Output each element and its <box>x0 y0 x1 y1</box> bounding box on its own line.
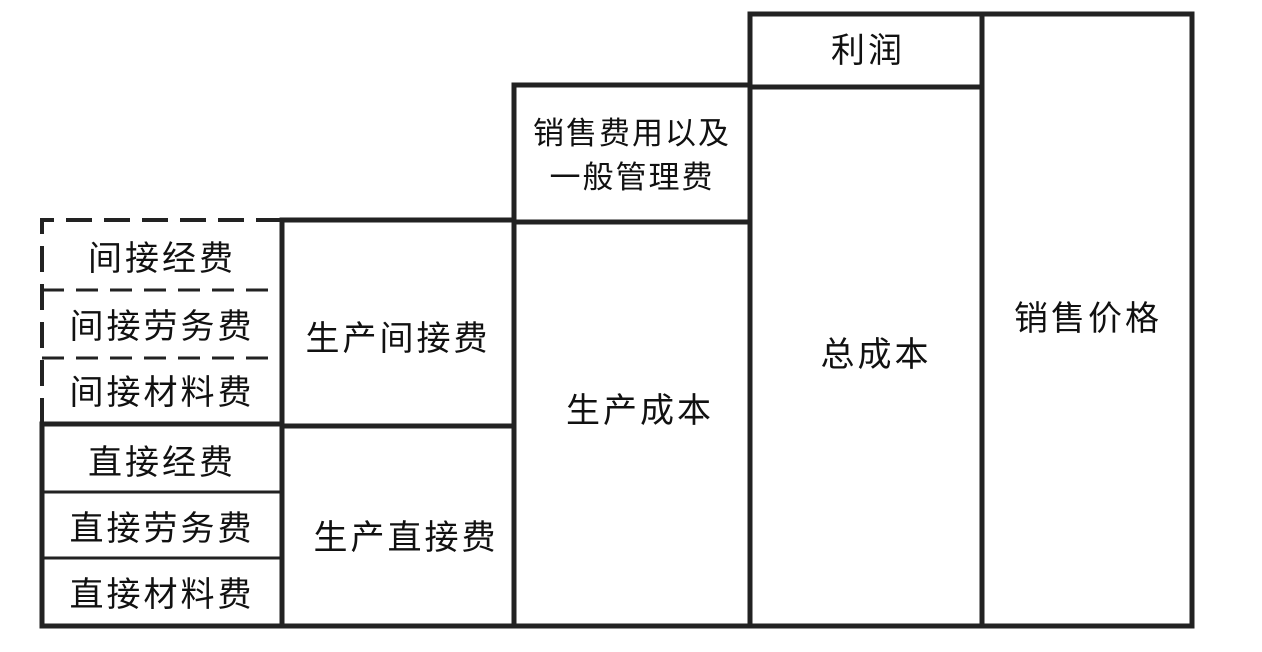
direct-labor-label: 直接劳务费 <box>70 509 255 549</box>
profit-label: 利润 <box>831 31 905 71</box>
manufacturing-indirect-label: 生产间接费 <box>306 319 491 359</box>
selling-price-border <box>979 11 1195 629</box>
selling-price-group: 销售价格 <box>979 11 1195 629</box>
manufacturing-cost-group: 生产间接费 生产直接费 <box>279 217 517 629</box>
selling-admin-label-line2: 一般管理费 <box>550 160 715 196</box>
direct-expense-label: 直接经费 <box>88 443 236 483</box>
indirect-material-label: 间接材料费 <box>70 373 255 413</box>
total-cost-label: 总成本 <box>821 335 932 375</box>
indirect-expense-label: 间接经费 <box>88 239 236 279</box>
direct-items-group: 直接经费 直接劳务费 直接材料费 <box>39 421 285 629</box>
indirect-labor-label: 间接劳务费 <box>70 307 255 347</box>
production-cost-group: 销售费用以及 一般管理费 生产成本 <box>511 82 753 629</box>
indirect-items-group: 间接经费 间接劳务费 间接材料费 <box>40 218 282 423</box>
indirect-group-border <box>40 218 282 423</box>
total-cost-group-border <box>747 11 985 629</box>
direct-material-label: 直接材料费 <box>70 575 255 615</box>
production-cost-label: 生产成本 <box>566 391 714 431</box>
selling-price-label: 销售价格 <box>1014 299 1162 339</box>
selling-admin-label-line1: 销售费用以及 <box>533 116 731 152</box>
total-cost-group: 利润 总成本 <box>747 11 985 629</box>
manufacturing-group-border <box>279 217 517 629</box>
manufacturing-direct-label: 生产直接费 <box>314 518 499 558</box>
